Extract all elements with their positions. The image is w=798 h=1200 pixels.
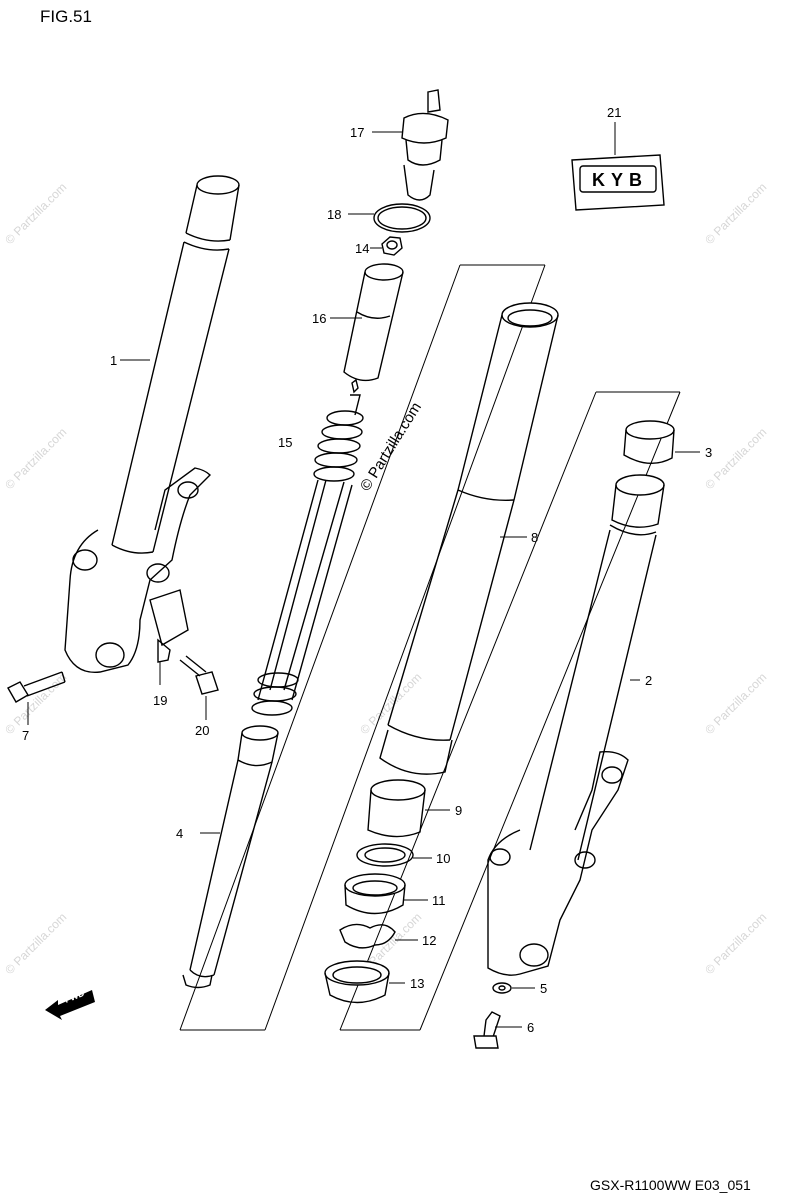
part-4-cylinder bbox=[182, 725, 279, 989]
part-6-bolt bbox=[473, 1011, 501, 1049]
watermark-text: © Partzilla.com bbox=[2, 910, 69, 977]
callout-part-3: 3 bbox=[705, 445, 712, 460]
part-5-gasket bbox=[492, 982, 512, 994]
part-8-inner-tube bbox=[379, 302, 559, 775]
watermark-text: © Partzilla.com bbox=[2, 180, 69, 247]
callout-part-21: 21 bbox=[607, 105, 621, 120]
part-10-seat bbox=[356, 843, 414, 867]
callout-part-13: 13 bbox=[410, 976, 424, 991]
part-7-bolt bbox=[7, 671, 66, 703]
callout-part-2: 2 bbox=[645, 673, 652, 688]
part-19-bracket bbox=[157, 638, 171, 663]
part-2-outer-tube-right bbox=[487, 474, 665, 976]
callout-part-18: 18 bbox=[327, 207, 341, 222]
fwd-direction-marker: FWD bbox=[45, 988, 95, 1020]
figure-title: FIG.51 bbox=[40, 7, 92, 26]
figure-footer-code: GSX-R1100WW E03_051 bbox=[590, 1177, 751, 1193]
fwd-arrow-icon bbox=[45, 990, 95, 1020]
watermark-layer: © Partzilla.com © Partzilla.com © Partzi… bbox=[2, 180, 769, 977]
watermark-text: © Partzilla.com bbox=[702, 180, 769, 247]
callout-part-10: 10 bbox=[436, 851, 450, 866]
part-17-cap-bolt bbox=[401, 89, 449, 201]
part-13-dust-seal bbox=[324, 960, 390, 1004]
watermark-text: © Partzilla.com bbox=[702, 670, 769, 737]
callout-part-4: 4 bbox=[176, 826, 183, 841]
part-1-outer-tube-left bbox=[64, 175, 240, 674]
callout-part-15: 15 bbox=[278, 435, 292, 450]
part-9-bushing bbox=[367, 779, 426, 838]
part-20-bolt bbox=[179, 655, 219, 695]
part-21-label: KYB bbox=[571, 154, 665, 211]
kyb-badge-text: KYB bbox=[592, 170, 648, 190]
callout-part-20: 20 bbox=[195, 723, 209, 738]
watermark-text: © Partzilla.com bbox=[702, 910, 769, 977]
callout-part-11: 11 bbox=[432, 893, 446, 908]
watermark-text: © Partzilla.com bbox=[2, 425, 69, 492]
callout-part-16: 16 bbox=[312, 311, 326, 326]
callout-part-17: 17 bbox=[350, 125, 364, 140]
watermark-text: © Partzilla.com bbox=[2, 670, 69, 737]
watermark-text: © Partzilla.com bbox=[702, 425, 769, 492]
callout-labels: 1 2 3 4 5 6 7 8 9 10 11 12 13 14 15 16 1… bbox=[22, 105, 712, 1035]
part-3-bushing bbox=[623, 420, 675, 464]
callout-part-8: 8 bbox=[531, 530, 538, 545]
callout-part-14: 14 bbox=[355, 241, 369, 256]
callout-part-12: 12 bbox=[422, 933, 436, 948]
callout-part-6: 6 bbox=[527, 1020, 534, 1035]
callout-part-7: 7 bbox=[22, 728, 29, 743]
part-12-stopper-ring bbox=[339, 923, 396, 949]
callout-part-5: 5 bbox=[540, 981, 547, 996]
callout-part-1: 1 bbox=[110, 353, 117, 368]
watermark-center-text: © Partzilla.com bbox=[357, 399, 425, 494]
assembly-frame bbox=[179, 264, 681, 1031]
leader-lines bbox=[27, 122, 700, 1028]
callout-part-9: 9 bbox=[455, 803, 462, 818]
part-16-spacer bbox=[343, 263, 404, 382]
part-18-o-ring bbox=[373, 203, 431, 233]
part-11-oil-seal bbox=[344, 873, 406, 915]
callout-part-19: 19 bbox=[153, 693, 167, 708]
part-15-spring bbox=[251, 378, 364, 716]
part-14-nut bbox=[381, 236, 403, 256]
